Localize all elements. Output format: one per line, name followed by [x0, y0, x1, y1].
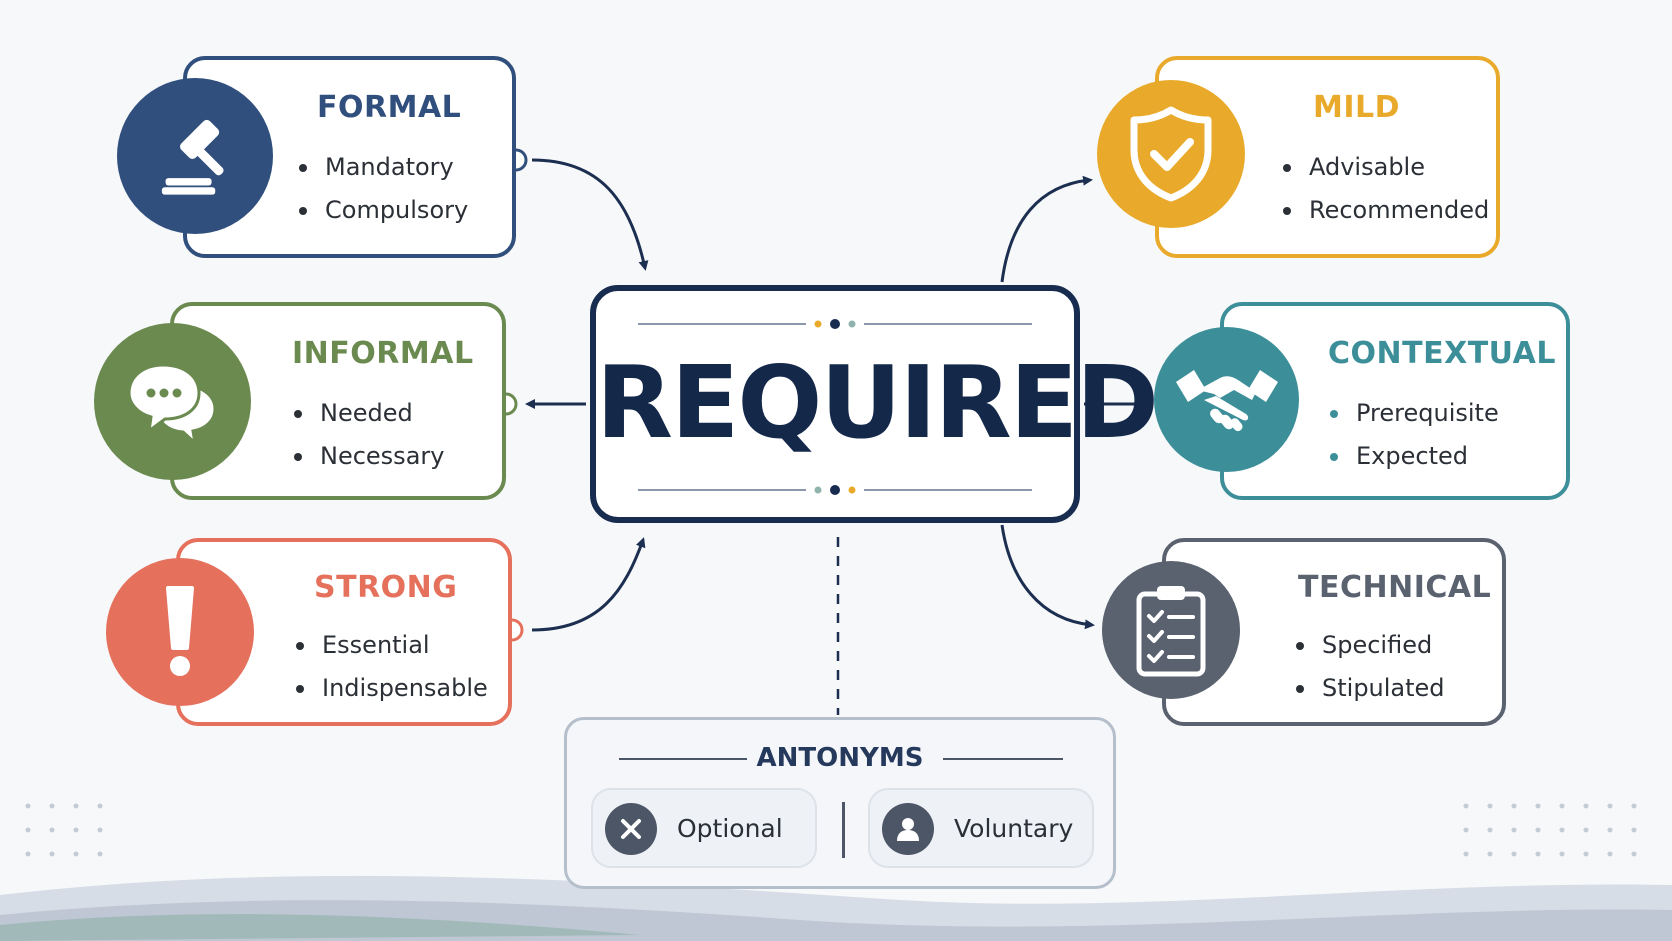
exclamation-icon [166, 586, 194, 676]
list-item: Needed [292, 392, 444, 435]
shield-check-icon [1130, 106, 1212, 202]
list-item: Mandatory [297, 146, 468, 189]
circle-mild [1097, 80, 1245, 228]
card-title: CONTEXTUAL [1328, 336, 1556, 371]
antonyms-divider [842, 802, 845, 858]
list-item: Essential [294, 624, 488, 667]
gavel-icon [161, 119, 224, 195]
synonym-label: Expected [1356, 442, 1468, 470]
list-item: Stipulated [1294, 667, 1445, 710]
circle-formal [117, 78, 273, 234]
synonym-list: Needed Necessary [292, 392, 444, 478]
circle-contextual [1154, 327, 1299, 472]
list-item: Prerequisite [1328, 392, 1499, 435]
x-circle-icon [605, 803, 657, 855]
synonym-list: Advisable Recommended [1281, 146, 1489, 232]
antonyms-box: ANTONYMS Optional Voluntary [564, 717, 1116, 889]
list-item: Advisable [1281, 146, 1489, 189]
synonym-label: Specified [1322, 631, 1433, 659]
arrow-formal [531, 158, 649, 271]
dot-grid-right [1463, 803, 1637, 857]
clipboard-checklist-icon [1136, 586, 1206, 677]
card-title: MILD [1313, 90, 1401, 125]
synonym-label: Essential [322, 631, 430, 659]
center-title: REQUIRED [596, 344, 1159, 461]
dot-grid-left [25, 803, 103, 857]
synonym-label: Needed [320, 399, 413, 427]
synonym-list: Mandatory Compulsory [297, 146, 468, 232]
antonym-label: Optional [677, 814, 783, 843]
card-title: INFORMAL [292, 336, 474, 371]
handshake-icon [1175, 369, 1278, 431]
card-title: TECHNICAL [1298, 570, 1492, 605]
arrow-strong [531, 537, 646, 632]
list-item: Expected [1328, 435, 1499, 478]
card-mild: MILD Advisable Recommended [1155, 56, 1500, 258]
antonym-voluntary: Voluntary [868, 788, 1094, 868]
synonym-list: Essential Indispensable [294, 624, 488, 710]
antonyms-rules [619, 758, 1063, 760]
card-title: STRONG [314, 570, 458, 605]
synonym-list: Prerequisite Expected [1328, 392, 1499, 478]
circle-informal [94, 323, 251, 480]
antonyms-title: ANTONYMS [756, 743, 924, 773]
synonym-label: Stipulated [1322, 674, 1445, 702]
list-item: Compulsory [297, 189, 468, 232]
list-item: Necessary [292, 435, 444, 478]
synonym-list: Specified Stipulated [1294, 624, 1445, 710]
synonym-label: Indispensable [322, 674, 488, 702]
chat-bubbles-icon [126, 362, 217, 447]
antonym-label: Voluntary [954, 814, 1074, 843]
card-contextual: CONTEXTUAL Prerequisite Expected [1220, 302, 1570, 500]
synonym-label: Necessary [320, 442, 445, 470]
card-title: FORMAL [317, 90, 462, 125]
arrow-mild [1000, 175, 1093, 283]
center-decor-top [638, 319, 1032, 329]
antonym-optional: Optional [591, 788, 817, 868]
synonym-label: Compulsory [325, 196, 469, 224]
circle-technical [1102, 561, 1240, 699]
arrow-technical [1000, 524, 1095, 630]
synonym-label: Mandatory [325, 153, 454, 181]
user-icon [882, 803, 934, 855]
center-decor-bottom [638, 485, 1032, 495]
synonym-label: Prerequisite [1356, 399, 1499, 427]
list-item: Recommended [1281, 189, 1489, 232]
circle-strong [106, 558, 254, 706]
center-term-box: REQUIRED [590, 285, 1159, 523]
synonym-label: Recommended [1309, 196, 1490, 224]
synonym-label: Advisable [1309, 153, 1425, 181]
list-item: Indispensable [294, 667, 488, 710]
list-item: Specified [1294, 624, 1445, 667]
